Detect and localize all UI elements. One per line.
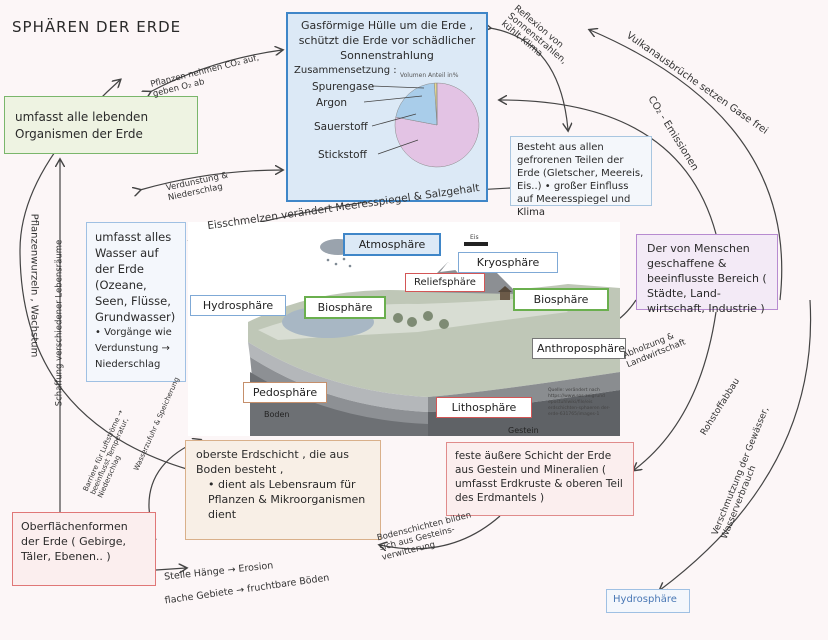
- arrow-reflexion: [490, 28, 568, 130]
- lithosphere-description-box: feste äußere Schicht der Erde aus Gestei…: [446, 442, 634, 516]
- label-cryosphere: Kryosphäre: [458, 252, 558, 273]
- atmosphere-description-box: Gasförmige Hülle um die Erde , schützt d…: [286, 12, 488, 202]
- hydrosphere-small-label: Hydrosphäre: [613, 594, 677, 605]
- label-biosphere-left: Biosphäre: [304, 296, 386, 319]
- ice-bar-icon: [464, 242, 488, 246]
- annotation-pflanzenwurzeln: Pflanzenwurzeln , Wachstum: [28, 213, 40, 358]
- pedosphere-bullet: • dient als Lebensraum für Pflanzen & Mi…: [208, 478, 366, 521]
- arrow-steile: [155, 568, 186, 570]
- arrow-rohstoff: [634, 311, 717, 470]
- anthroposphere-description-box: Der von Menschen geschaffene & beeinflus…: [636, 234, 778, 315]
- hydrosphere-description-box: umfasst alles Wasser auf der Erde (Ozean…: [86, 222, 186, 382]
- pie-chart-title: Volumen Anteil in%: [400, 72, 459, 79]
- hydrosphere-small-label-box: Hydrosphäre: [606, 589, 690, 613]
- label-biosphere-right: Biosphäre: [513, 288, 609, 311]
- cryosphere-description-box: Besteht aus allen gefrorenen Teilen der …: [510, 136, 652, 218]
- composition-label: Zusammensetzung :: [294, 65, 397, 76]
- gas-label-sauerstoff: Sauerstoff: [314, 121, 368, 133]
- atmosphere-pie-chart: [394, 82, 480, 168]
- arrow-verschmutzung: [660, 299, 812, 590]
- surface-forms-box: Oberflächenformen der Erde ( Gebirge, Tä…: [12, 512, 156, 586]
- lithosphere-description: feste äußere Schicht der Erde aus Gestei…: [455, 450, 623, 504]
- arrow-bodenschichten: [380, 515, 501, 549]
- arrow-verdunstung: [140, 170, 282, 190]
- label-atmosphere: Atmosphäre: [343, 233, 441, 256]
- page-title: SPHÄREN DER ERDE: [12, 18, 182, 36]
- ice-label: Eis: [470, 234, 479, 241]
- pedosphere-description-box: oberste Erdschicht , die aus Boden beste…: [185, 440, 381, 540]
- gas-label-spurengase: Spurengase: [312, 81, 375, 93]
- arrow-co2: [500, 100, 717, 235]
- surface-forms-description: Oberflächenformen der Erde ( Gebirge, Tä…: [21, 520, 128, 563]
- label-lithosphere: Lithosphäre: [436, 397, 532, 418]
- arrow-vulkan: [590, 30, 783, 301]
- annotation-schaffung: Schaffung verschiedener Lebensräume: [54, 239, 65, 407]
- pie-leader-lines: [364, 85, 425, 155]
- gas-label-stickstoff: Stickstoff: [318, 149, 367, 161]
- pie-slice-sauerstoff: [395, 82, 438, 126]
- image-source-note: Quelle: verändert nach https://www.sos-z…: [548, 388, 610, 417]
- label-pedosphere: Pedosphäre: [243, 382, 327, 403]
- biosphere-description: umfasst alle lebenden Organismen der Erd…: [15, 110, 149, 141]
- atmosphere-description: Gasförmige Hülle um die Erde , schützt d…: [298, 19, 476, 62]
- label-boden: Boden: [264, 410, 290, 419]
- cryosphere-description: Besteht aus allen gefrorenen Teilen der …: [517, 142, 644, 218]
- label-hydrosphere: Hydrosphäre: [190, 295, 286, 316]
- label-anthroposphere: Anthroposphäre: [532, 338, 626, 359]
- label-reliefsphere: Reliefsphäre: [405, 273, 485, 292]
- hydrosphere-bullet: • Vorgänge wie Verdunstung → Niederschla…: [95, 327, 172, 370]
- pedosphere-description: oberste Erdschicht , die aus Boden beste…: [196, 448, 349, 476]
- arrow-pflanzen: [150, 50, 282, 92]
- gas-label-argon: Argon: [316, 97, 348, 109]
- biosphere-description-box: umfasst alle lebenden Organismen der Erd…: [4, 96, 198, 154]
- anthroposphere-description: Der von Menschen geschaffene & beeinflus…: [647, 242, 767, 315]
- hydrosphere-description: umfasst alles Wasser auf der Erde (Ozean…: [95, 230, 176, 324]
- label-gestein: Gestein: [508, 426, 539, 435]
